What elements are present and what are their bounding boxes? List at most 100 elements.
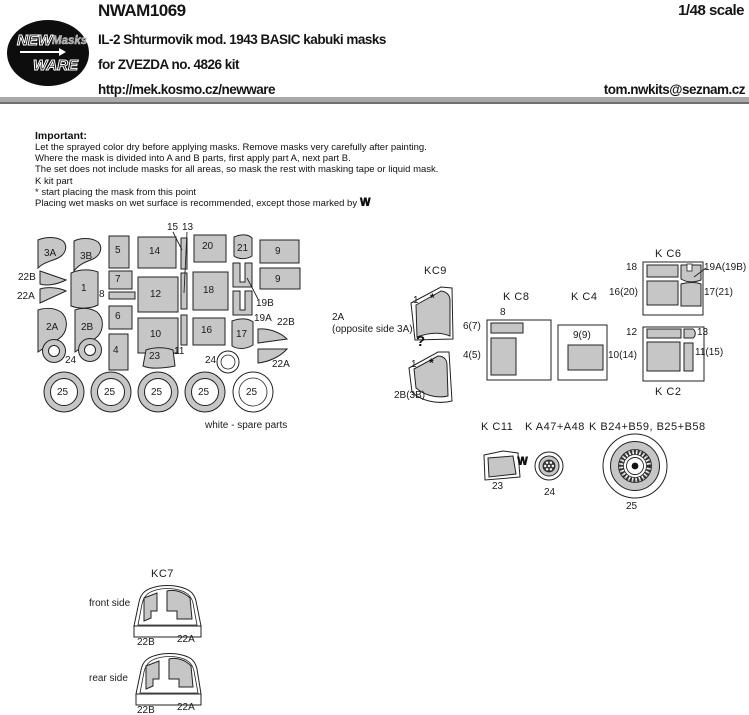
part-label-20: 20: [202, 241, 214, 252]
section-title-kc6: K C6: [655, 248, 682, 260]
part-label-25: 25: [246, 387, 258, 398]
header-divider: [0, 97, 749, 104]
part-label-3a: 3A: [44, 248, 57, 259]
part-label-25: 25: [57, 387, 69, 398]
part-label-22a: 22A: [17, 291, 35, 302]
logo-text-ware: WARE: [33, 57, 79, 75]
part-label-2b3b: 2B(3B): [394, 390, 426, 401]
section-title-kb24: K B24+B59, B25+B58: [589, 421, 706, 433]
part-label-22b: 22B: [137, 637, 155, 648]
front-side-label: front side: [89, 598, 131, 609]
start-point-marker: *: [429, 356, 434, 370]
part-label-22a: 22A: [177, 634, 195, 645]
part-label-67: 6(7): [463, 321, 481, 332]
part-label-13: 13: [697, 327, 709, 338]
section-title-kc7: KC7: [151, 568, 174, 580]
part-label-22a: 22A: [177, 702, 195, 713]
part-label-13: 13: [182, 222, 194, 233]
part-label-25: 25: [626, 501, 638, 512]
part-label-10: 10: [150, 329, 162, 340]
part-label-19a: 19A: [254, 313, 272, 324]
note-line: K kit part: [35, 175, 73, 187]
part-label-24: 24: [205, 355, 217, 366]
note-line-text: Placing wet masks on wet surface is reco…: [35, 198, 358, 210]
part-label-1115: 11(15): [695, 347, 724, 358]
part-label-22a: 22A: [272, 359, 290, 370]
part-label-1721: 17(21): [704, 287, 733, 298]
section-title-kc8: K C8: [503, 291, 530, 303]
main-mask-sheet: [37, 231, 301, 413]
part-label-12: 12: [626, 327, 638, 338]
section-title-ka47: K A47+A48: [525, 421, 585, 433]
part-label-22b: 22B: [18, 272, 36, 283]
note-line: The set does not include masks for all a…: [35, 164, 439, 176]
part-label-9: 9: [275, 246, 281, 257]
contact-email: tom.nwkits@seznam.cz: [603, 82, 746, 97]
part-label-17: 17: [236, 329, 248, 340]
part-label-25: 25: [198, 387, 210, 398]
newware-logo: NEW Masks WARE: [7, 20, 89, 86]
kc9-diagram: [408, 286, 454, 403]
important-notes: Important: Let the sprayed color dry bef…: [35, 130, 438, 209]
part-label-15: 15: [167, 222, 179, 233]
part-label-23: 23: [492, 481, 504, 492]
spare-parts-note: white - spare parts: [205, 420, 288, 431]
part-label-11: 11: [174, 346, 185, 357]
part-label-21: 21: [237, 243, 249, 254]
part-label-18: 18: [203, 285, 215, 296]
part-label-8: 8: [500, 307, 506, 318]
note-line: Where the mask is divided into A and B p…: [35, 153, 351, 165]
part-label-19a19b: 19A(19B): [704, 262, 747, 273]
part-label-24: 24: [544, 487, 556, 498]
wet-mask-icon: W: [359, 196, 370, 210]
part-label-1014: 10(14): [608, 350, 637, 361]
logo-arrow-icon: [20, 48, 66, 56]
part-label-25: 25: [104, 387, 116, 398]
logo-text-new: NEW: [17, 32, 53, 50]
part-label-12: 12: [150, 289, 162, 300]
part-label-25: 25: [151, 387, 163, 398]
logo-text-masks: Masks: [52, 35, 88, 48]
part-label-22b: 22B: [277, 317, 295, 328]
part-label-99: 9(9): [573, 330, 591, 341]
note-line: * start placing the mask from this point: [35, 186, 197, 198]
website-url: http://mek.kosmo.cz/newware: [98, 82, 276, 97]
part-label-45: 4(5): [463, 350, 481, 361]
note-line: Placing wet masks on wet surface is reco…: [35, 196, 438, 210]
kc7-diagram: [133, 585, 202, 706]
part-label-1: 1: [413, 295, 419, 306]
kc6-diagram: [642, 261, 707, 316]
kc2-diagram: [642, 326, 705, 382]
section-title-kc9: KC9: [424, 265, 447, 277]
note-line: Let the sprayed color dry before applyin…: [35, 142, 427, 153]
part-label-8: 8: [99, 289, 105, 300]
part-label-14: 14: [149, 246, 161, 257]
part-label-4: 4: [113, 345, 119, 356]
important-heading: Important:: [35, 130, 87, 142]
part-label-18: 18: [626, 262, 638, 273]
part-label-2a: 2A: [332, 312, 345, 323]
part-label-2b: 2B: [81, 322, 94, 333]
scale-label: 1/48 scale: [678, 2, 744, 19]
part-label-9: 9: [275, 274, 281, 285]
part-label-6: 6: [115, 311, 121, 322]
wheel-masks-diagram: [483, 433, 668, 499]
part-label-1620: 16(20): [609, 287, 638, 298]
kc4-diagram: [557, 324, 608, 381]
part-label-19b: 19B: [256, 298, 274, 309]
kc8-diagram: [486, 319, 552, 381]
part-label-23: 23: [149, 351, 161, 362]
start-point-marker: *: [430, 291, 435, 305]
part-label-7: 7: [115, 274, 121, 285]
rear-side-label: rear side: [89, 673, 128, 684]
opposite-side-note: (opposite side 3A): [332, 324, 413, 335]
part-label-3b: 3B: [80, 251, 93, 262]
kit-reference: for ZVEZDA no. 4826 kit: [98, 57, 240, 72]
part-label-22b: 22B: [137, 705, 155, 715]
part-label-1: 1: [81, 283, 87, 294]
section-title-kc4: K C4: [571, 291, 598, 303]
product-title: IL-2 Shturmovik mod. 1943 BASIC kabuki m…: [98, 32, 386, 47]
part-label-1: 1: [411, 359, 417, 370]
